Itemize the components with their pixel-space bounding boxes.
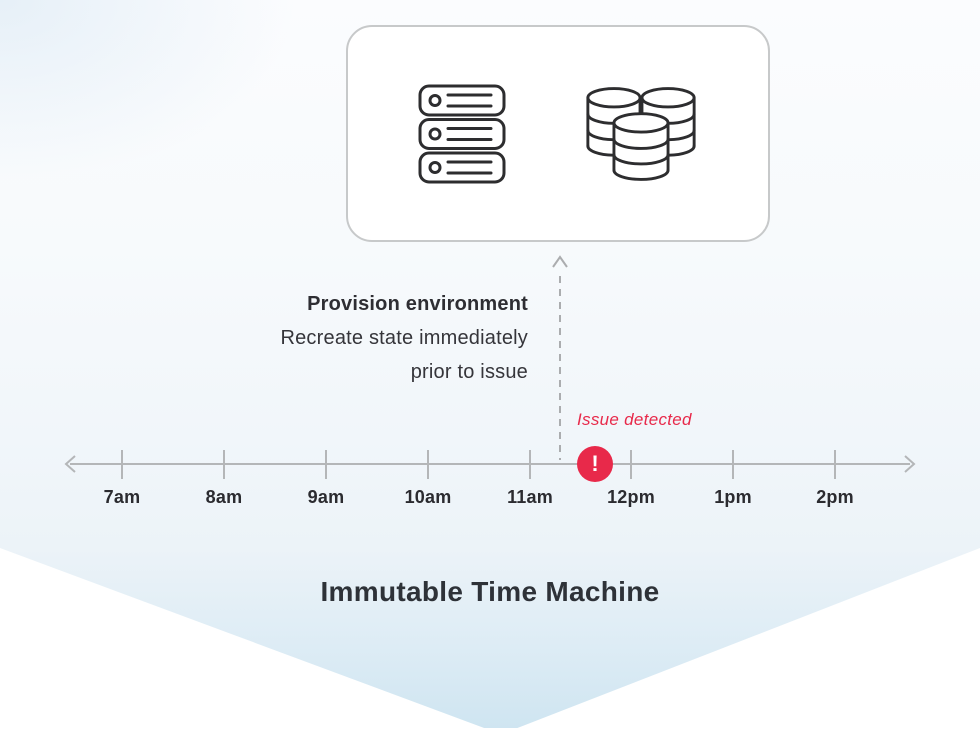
issue-marker: !	[577, 446, 613, 482]
environment-card	[346, 25, 770, 242]
provision-arrow-icon	[552, 255, 568, 460]
annotation-line-3: prior to issue	[410, 361, 528, 383]
exclamation-icon: !	[591, 451, 599, 476]
annotation-line-2: Recreate state immediately	[280, 327, 528, 349]
annotation-line-1: Provision environment	[307, 293, 528, 315]
provision-annotation: Provision environment Recreate state imm…	[280, 287, 528, 389]
issue-detected-label: Issue detected	[577, 410, 692, 429]
database-cluster-icon	[586, 87, 696, 181]
server-stack-icon	[418, 84, 506, 183]
page-title: Immutable Time Machine	[320, 576, 660, 607]
